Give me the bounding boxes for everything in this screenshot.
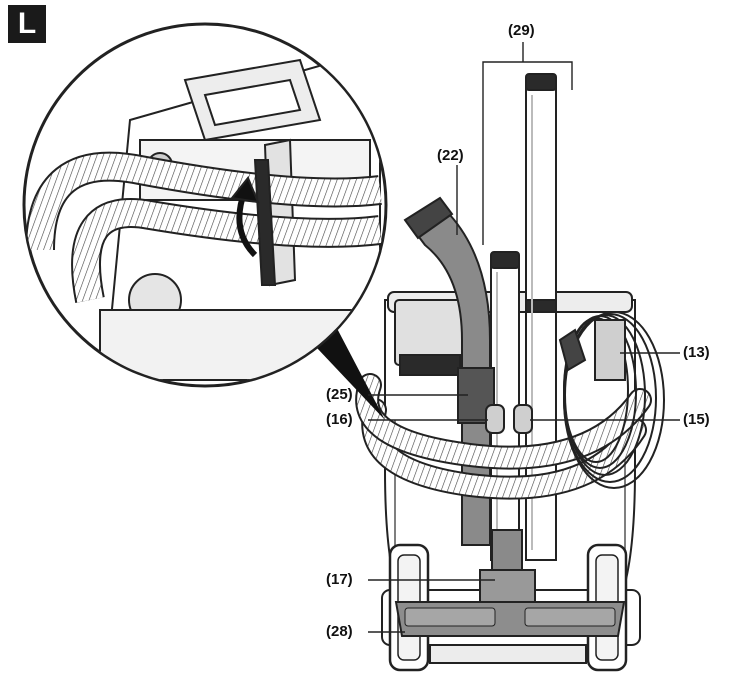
hose-coils [355,373,652,500]
cable-coil [558,311,665,489]
callout-13: (13) [683,344,710,361]
tool-holders [485,404,533,434]
leader-lines [368,42,680,633]
floor-nozzle [394,529,626,637]
callout-15: (15) [683,411,710,428]
callout-29: (29) [508,22,535,39]
callout-22: (22) [437,147,464,164]
callout-25: (25) [326,386,353,403]
callout-28: (28) [326,623,353,640]
detail-inset [22,22,388,420]
callout-16: (16) [326,411,353,428]
callout-17: (17) [326,571,353,588]
figure-letter-badge: L [8,5,46,43]
